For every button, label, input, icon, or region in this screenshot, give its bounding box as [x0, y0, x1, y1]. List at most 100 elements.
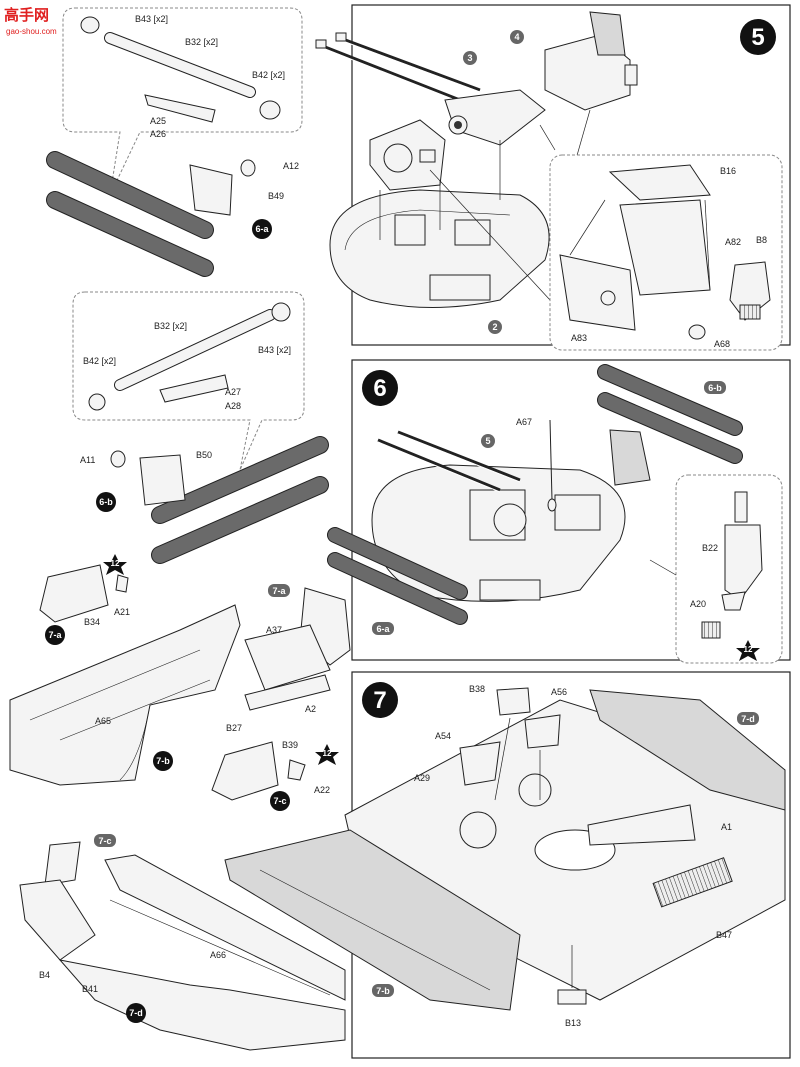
label-a26: A26: [150, 129, 166, 139]
marker-7b-step7: 7-b: [372, 984, 394, 997]
step-number: 5: [751, 24, 764, 51]
marker-text: 2: [492, 322, 497, 332]
marker-7d-step7: 7-d: [737, 712, 759, 725]
star-ref-1: 12: [103, 554, 127, 575]
label-a37: A37: [266, 625, 282, 635]
label-b13: B13: [565, 1018, 581, 1028]
turret-base: [329, 189, 550, 308]
part-labels: B43 [x2] B32 [x2] B42 [x2] A25 A26 A12 B…: [39, 14, 767, 1028]
label-a65: A65: [95, 716, 111, 726]
label-a21: A21: [114, 607, 130, 617]
inset-6a-parts: [80, 16, 281, 123]
label-b34: B34: [84, 617, 100, 627]
marker-7b-left: 7-b: [153, 751, 173, 771]
label-b39: B39: [282, 740, 298, 750]
fender-7d: [589, 689, 786, 811]
marker-2: 2: [488, 320, 502, 334]
parts-7-floating: [459, 687, 733, 1005]
label-b42: B42 [x2]: [252, 70, 285, 80]
label-b50: B50: [196, 450, 212, 460]
marker-7a-left: 7-a: [45, 625, 65, 645]
label-b27: B27: [226, 723, 242, 733]
launcher-tubes-6a: [327, 527, 468, 625]
marker-6a-left: 6-a: [252, 219, 272, 239]
star-ref-3: 12: [736, 640, 760, 661]
star-ref-2: 12: [315, 744, 339, 765]
antenna: [547, 419, 557, 512]
label-a22: A22: [314, 785, 330, 795]
step-number: 7: [373, 687, 386, 714]
marker-6b-left: 6-b: [96, 492, 116, 512]
label-a20: A20: [690, 599, 706, 609]
marker-text: 6-a: [376, 624, 390, 634]
star-text: 12: [323, 749, 332, 758]
sub-assembly-2: [369, 119, 446, 191]
label-b16: B16: [720, 166, 736, 176]
label-a12: A12: [283, 161, 299, 171]
label-a82: A82: [725, 237, 741, 247]
inset-parts-5: [559, 164, 771, 340]
step-number: 6: [373, 375, 386, 402]
label-a2: A2: [305, 704, 316, 714]
label-b32: B32 [x2]: [154, 321, 187, 331]
watermark-url: gao-shou.com: [6, 27, 57, 36]
label-a27: A27: [225, 387, 241, 397]
part-b34: [39, 564, 129, 623]
label-b43: B43 [x2]: [135, 14, 168, 24]
marker-text: 7-c: [273, 796, 286, 806]
marker-text: 7-a: [272, 586, 286, 596]
label-b38: B38: [469, 684, 485, 694]
marker-7c-right: 7-c: [94, 834, 116, 847]
label-b22: B22: [702, 543, 718, 553]
star-text: 12: [111, 559, 120, 568]
marker-7d-left: 7-d: [126, 1003, 146, 1023]
star-text: 12: [744, 645, 753, 654]
marker-text: 7-c: [98, 836, 111, 846]
label-a66: A66: [210, 950, 226, 960]
label-b49: B49: [268, 191, 284, 201]
marker-7c-left: 7-c: [270, 791, 290, 811]
assembly-7b: [9, 604, 241, 786]
marker-text: 7-d: [129, 1008, 143, 1018]
marker-5: 5: [481, 434, 495, 448]
marker-text: 5: [485, 436, 490, 446]
marker-text: 7-b: [156, 756, 170, 766]
label-a25: A25: [150, 116, 166, 126]
rods-step6: [377, 430, 521, 493]
inset-6b-parts: [88, 302, 291, 411]
watermark-logo: 高手网 gao-shou.com: [4, 6, 57, 36]
label-b8: B8: [756, 235, 767, 245]
label-a67: A67: [516, 417, 532, 427]
marker-text: 3: [467, 53, 472, 63]
sub-assembly-3: [444, 89, 546, 146]
label-b43: B43 [x2]: [258, 345, 291, 355]
part-b39: [211, 741, 306, 801]
marker-6a-step6: 6-a: [372, 622, 394, 635]
side-skirt-7b: [224, 829, 521, 1011]
marker-text: 6-a: [255, 224, 269, 234]
marker-text: 7-d: [741, 714, 755, 724]
inset-6a-bubble: [62, 7, 303, 196]
marker-text: 7-a: [48, 630, 62, 640]
marker-4: 4: [510, 30, 524, 44]
label-a68: A68: [714, 339, 730, 349]
marker-text: 6-b: [708, 383, 722, 393]
label-b4: B4: [39, 970, 50, 980]
marker-text: 4: [514, 32, 519, 42]
label-a1: A1: [721, 822, 732, 832]
launchers-6b: [110, 436, 329, 564]
label-b47: B47: [716, 930, 732, 940]
watermark-text: 高手网: [4, 6, 49, 24]
marker-3: 3: [463, 51, 477, 65]
label-a83: A83: [571, 333, 587, 343]
assembly-7a: [244, 587, 351, 711]
label-a56: A56: [551, 687, 567, 697]
label-b32: B32 [x2]: [185, 37, 218, 47]
marker-text: 7-b: [376, 986, 390, 996]
label-a28: A28: [225, 401, 241, 411]
step-5-badge: 5: [740, 19, 776, 55]
marker-text: 6-b: [99, 497, 113, 507]
label-b42: B42 [x2]: [83, 356, 116, 366]
label-a11: A11: [80, 455, 95, 465]
